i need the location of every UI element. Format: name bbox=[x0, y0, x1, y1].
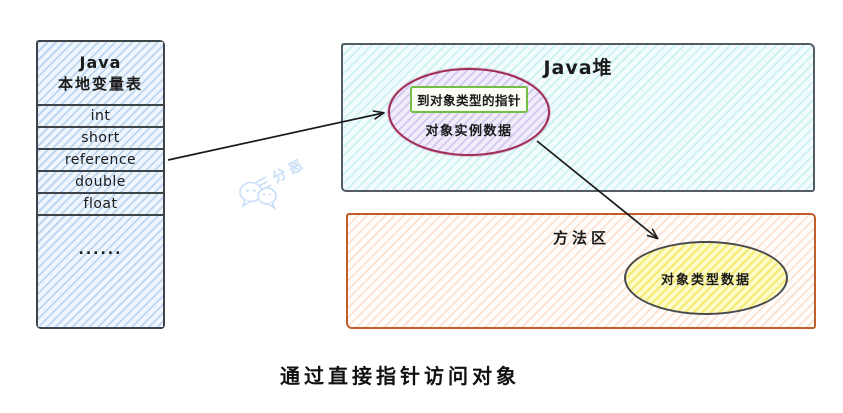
table-title-line2: 本地变量表 bbox=[57, 74, 143, 93]
table-row-int: int bbox=[38, 106, 163, 128]
table-row-reference: reference bbox=[38, 150, 163, 172]
java-heap-box: Java堆 到对象类型的指针 对象实例数据 bbox=[341, 43, 815, 192]
table-row-short: short bbox=[38, 128, 163, 150]
object-instance-ellipse: 到对象类型的指针 对象实例数据 bbox=[388, 68, 550, 156]
diagram-caption: 通过直接指针访问对象 bbox=[280, 364, 520, 388]
table-row-double: double bbox=[38, 172, 163, 194]
watermark-chat-icon bbox=[239, 181, 277, 211]
java-heap-title: Java堆 bbox=[543, 57, 613, 79]
watermark-text: 三分恶 bbox=[254, 155, 310, 196]
watermark: 三分恶 bbox=[236, 156, 356, 218]
table-row-float: float bbox=[38, 194, 163, 216]
local-variable-table: Java 本地变量表 int short reference double fl… bbox=[36, 40, 165, 329]
table-ellipsis-cell: ...... bbox=[38, 216, 163, 327]
object-type-data-ellipse: 对象类型数据 bbox=[624, 241, 788, 315]
type-data-label: 对象类型数据 bbox=[660, 272, 751, 288]
local-variable-table-header: Java 本地变量表 bbox=[38, 42, 163, 106]
object-type-pointer-box: 到对象类型的指针 bbox=[409, 85, 528, 113]
table-title-line1: Java bbox=[79, 53, 122, 73]
method-area-title: 方法区 bbox=[553, 229, 611, 247]
method-area-box: 方法区 对象类型数据 bbox=[346, 213, 816, 329]
instance-data-label: 对象实例数据 bbox=[425, 123, 513, 139]
